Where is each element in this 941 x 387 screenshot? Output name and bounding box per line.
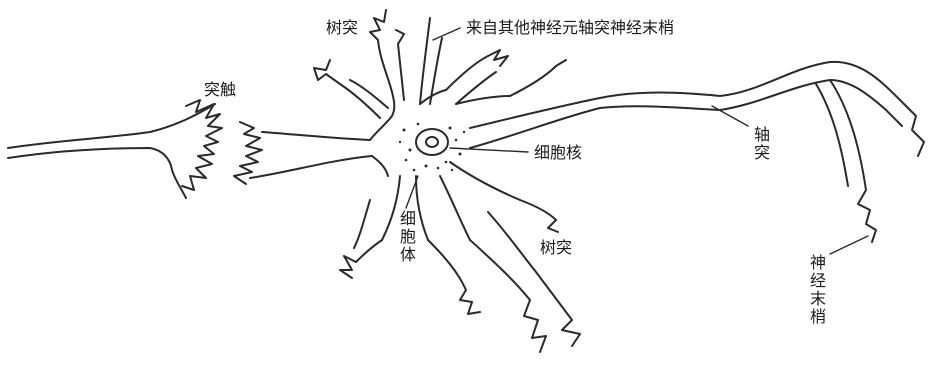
- label-nucleus: 细胞核: [534, 145, 582, 161]
- leader-nerve-ending: [830, 236, 868, 254]
- label-from-other-axon: 来自其他神经元轴突神经末梢: [466, 20, 674, 36]
- leader-nucleus: [450, 148, 528, 152]
- label-synapse: 突触: [204, 82, 236, 98]
- label-axon: 轴突: [752, 126, 768, 162]
- label-dendrite-bottom: 树突: [540, 240, 572, 256]
- incoming-axon-top: [420, 18, 442, 104]
- dendrite-top-left: [370, 10, 404, 100]
- leader-from-other-axon: [433, 28, 460, 40]
- nucleus-outer: [416, 129, 448, 155]
- label-soma: 细胞体: [398, 210, 414, 264]
- label-nerve-ending: 神经末梢: [808, 254, 824, 326]
- receiving-dendrite: [234, 122, 372, 184]
- dendrite-lower-left: [340, 200, 382, 278]
- dendrite-upper-left: [314, 60, 388, 118]
- label-dendrite-top: 树突: [326, 20, 358, 36]
- dendrite-lower-center: [428, 200, 580, 352]
- nucleus-inner: [426, 137, 438, 147]
- synapse-terminal: [182, 100, 222, 190]
- axon-branch: [816, 80, 876, 242]
- incoming-axon: [8, 104, 215, 198]
